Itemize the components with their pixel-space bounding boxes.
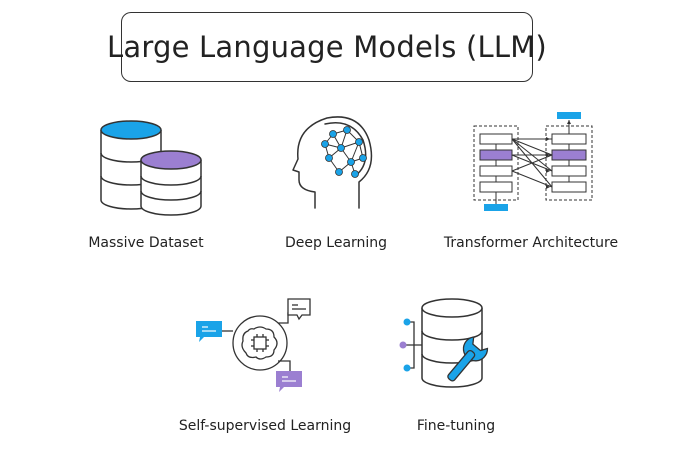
neural-head-icon [292,116,373,209]
database-wrench-icon [399,298,489,388]
brain-chat-icon [196,298,311,392]
label-deep-learning: Deep Learning [284,235,388,251]
label-transformer-architecture: Transformer Architecture [443,235,619,251]
transformer-icon [473,112,593,211]
label-self-supervised-learning: Self-supervised Learning [178,418,352,434]
page-title: Large Language Models (LLM) [107,30,547,64]
label-massive-dataset: Massive Dataset [88,235,204,251]
label-fine-tuning: Fine-tuning [416,418,496,434]
title-box: Large Language Models (LLM) [107,12,547,82]
database-icon [100,120,202,216]
